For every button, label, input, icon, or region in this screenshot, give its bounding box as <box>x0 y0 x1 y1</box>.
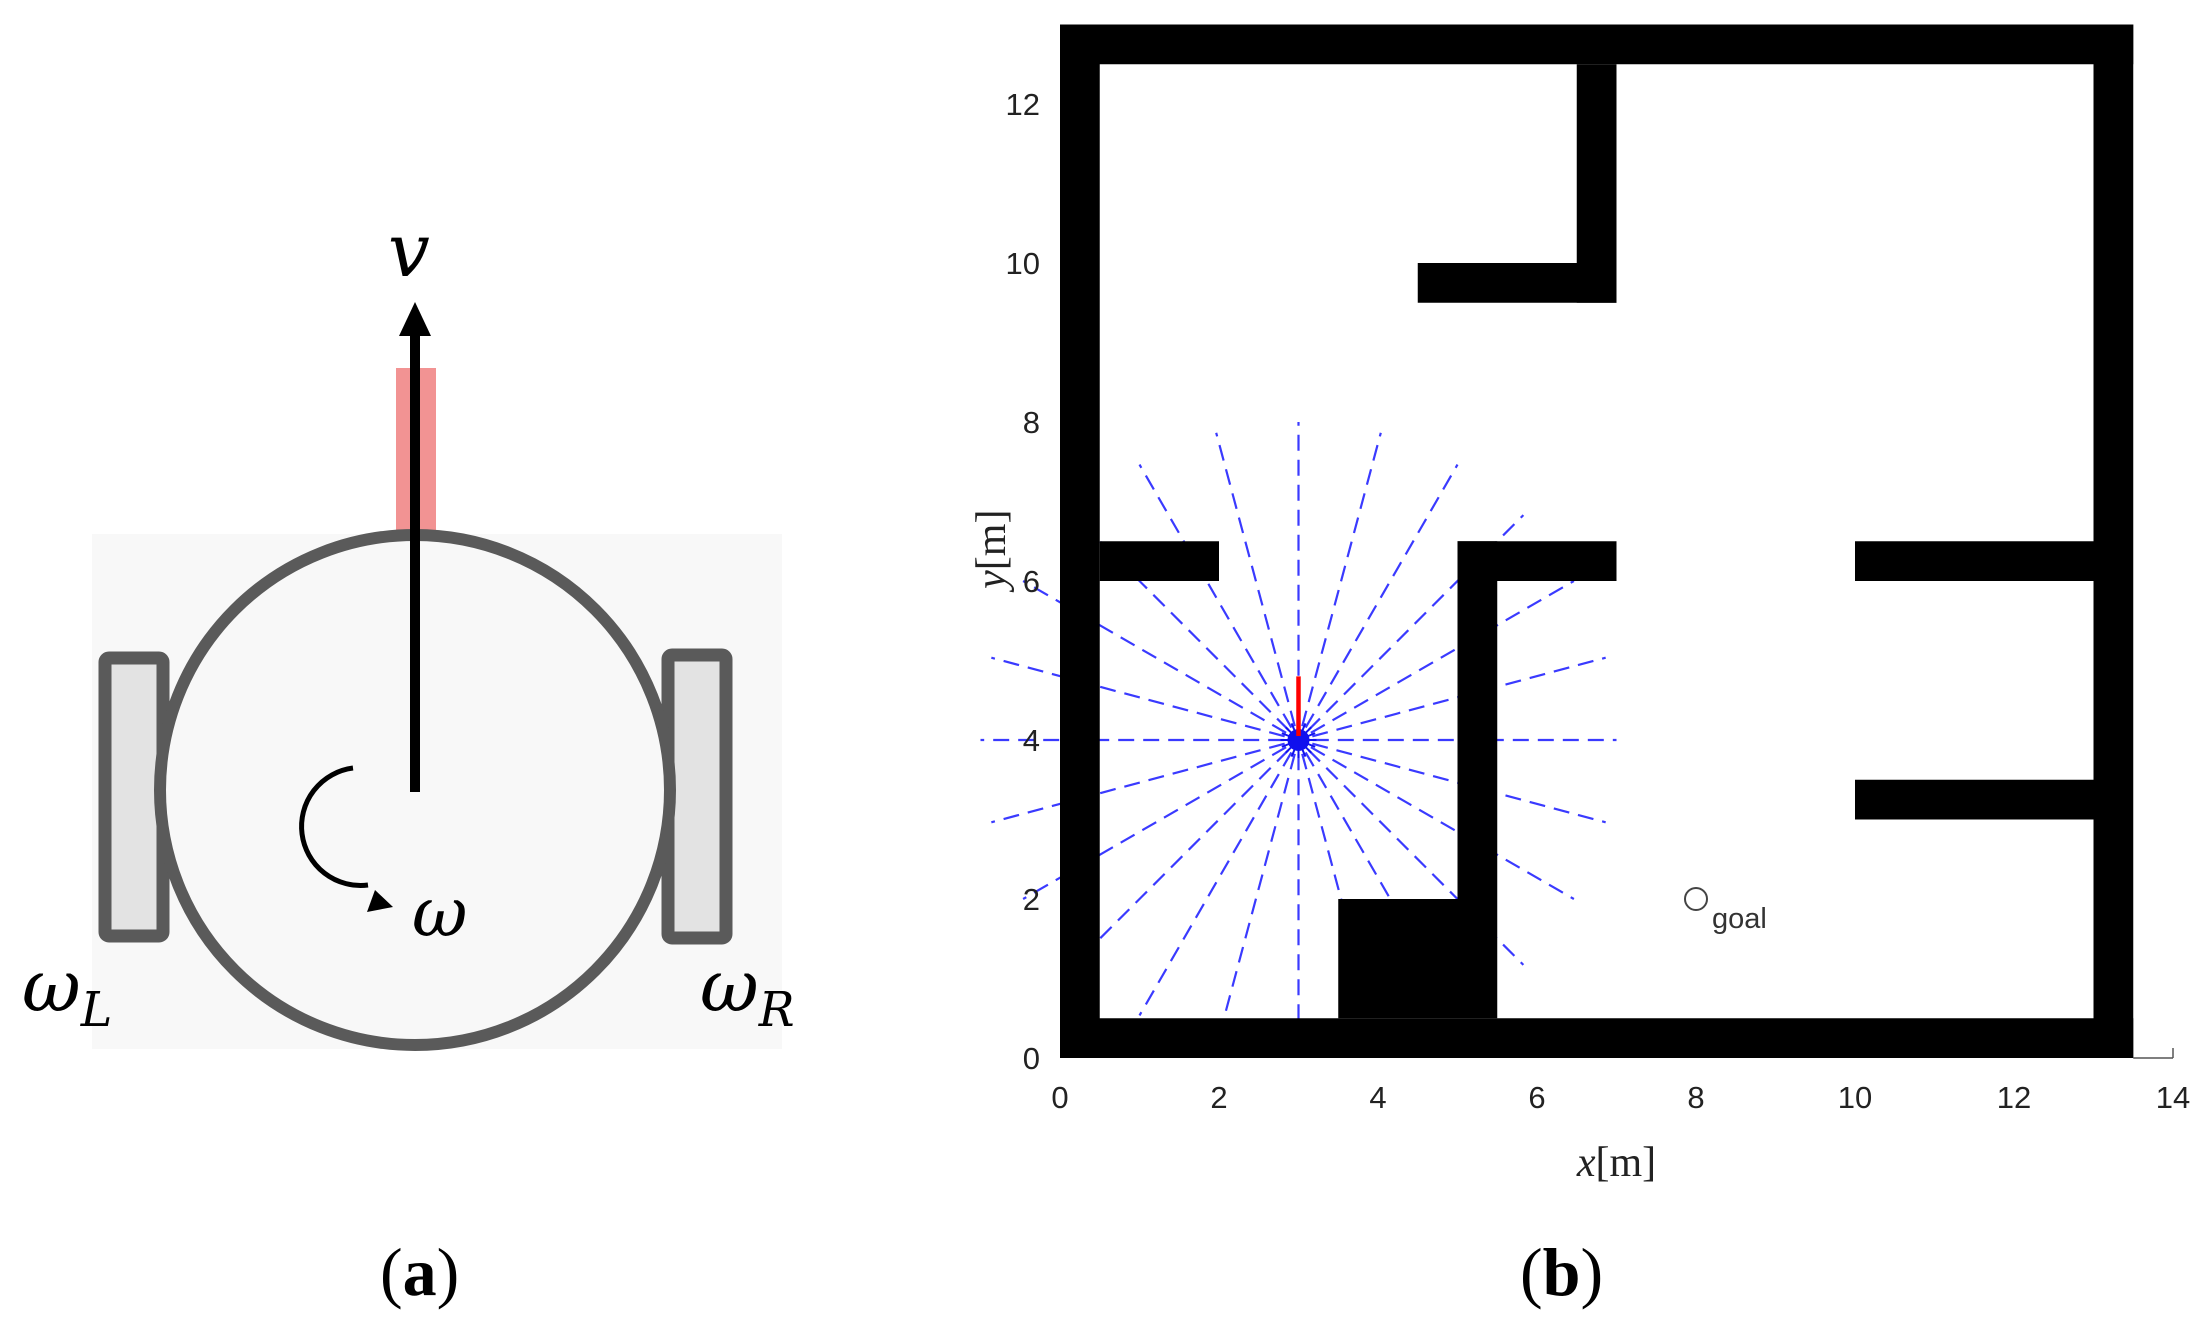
wall-3 <box>2093 24 2134 1058</box>
right-wheel-label-main: ω <box>700 944 759 1028</box>
robot-marker <box>1287 729 1310 751</box>
x-tick-label-2: 2 <box>1210 1080 1227 1115</box>
x-tick-label-12: 12 <box>1997 1080 2031 1115</box>
lidar-ray-11 <box>991 656 1285 738</box>
x-tick-label-14: 14 <box>2156 1080 2190 1115</box>
y-tick-label-8: 8 <box>1023 405 1040 440</box>
y-tick-label-2: 2 <box>1023 882 1040 917</box>
y-tick-label-6: 6 <box>1023 564 1040 599</box>
right-wheel-label: ωR <box>700 950 795 1035</box>
lidar-ray-7 <box>1215 432 1296 727</box>
x-tick-label-8: 8 <box>1687 1080 1704 1115</box>
wall-8 <box>1457 541 1617 581</box>
lidar-ray-17 <box>1215 753 1296 1048</box>
x-tick-label-4: 4 <box>1369 1080 1386 1115</box>
y-tick-label-12: 12 <box>1006 87 1040 122</box>
wall-10 <box>1855 779 2094 820</box>
panel-a: v ω ωL ωR (a) <box>0 0 860 1319</box>
left-wheel-label-main: ω <box>22 944 81 1028</box>
caption-b-letter: b <box>1542 1234 1581 1310</box>
angular-velocity-label: ω <box>412 874 468 953</box>
wall-1 <box>1060 24 2134 65</box>
left-wheel-label-sub: L <box>80 983 113 1039</box>
wall-6 <box>1099 541 1219 581</box>
lidar-ray-2 <box>1310 580 1575 734</box>
lidar-ray-16 <box>1138 751 1293 1016</box>
y-axis-label-unit: [m] <box>969 510 1015 571</box>
caption-b: (b) <box>1520 1234 1604 1310</box>
velocity-arrow-head <box>399 302 431 336</box>
y-axis-label: y[m] <box>969 510 1015 593</box>
wall-11 <box>1338 899 1458 1019</box>
x-tick-label-6: 6 <box>1528 1080 1545 1115</box>
rotation-arc <box>299 765 369 888</box>
caption-a-letter: a <box>402 1234 437 1310</box>
goal-label: goal <box>1712 903 1767 935</box>
rotation-arrow-head <box>367 890 393 912</box>
goal-marker <box>1684 887 1708 911</box>
wall-5 <box>1417 263 1617 303</box>
robot-diagram <box>92 302 782 1051</box>
wall-9 <box>1855 541 2094 581</box>
y-tick-label-10: 10 <box>1006 246 1040 281</box>
y-tick-label-4: 4 <box>1023 723 1040 758</box>
x-axis-label-variable: x <box>1576 1140 1596 1186</box>
right-wheel-label-sub: R <box>758 983 795 1039</box>
x-tick-label-10: 10 <box>1838 1080 1872 1115</box>
lidar-ray-15 <box>1072 749 1290 966</box>
y-tick-label-0: 0 <box>1023 1041 1040 1076</box>
lidar-ray-22 <box>1310 746 1575 900</box>
lidar-ray-8 <box>1138 464 1293 729</box>
left-wheel-label: ωL <box>22 950 112 1035</box>
y-axis-label-variable: y <box>969 570 1015 593</box>
velocity-label: v <box>388 208 430 294</box>
wall-0 <box>1060 1018 2134 1058</box>
lidar-ray-5 <box>1301 432 1382 727</box>
x-axis-label: x[m] <box>1576 1140 1656 1186</box>
lidar-ray-13 <box>991 742 1285 824</box>
x-tick-label-0: 0 <box>1051 1080 1068 1115</box>
lidar-ray-4 <box>1304 464 1459 729</box>
wall-7 <box>1457 541 1498 1019</box>
wall-2 <box>1060 24 1100 1058</box>
x-axis-label-unit: [m] <box>1596 1140 1657 1186</box>
caption-a: (a) <box>380 1234 460 1310</box>
right-wheel <box>661 648 733 945</box>
